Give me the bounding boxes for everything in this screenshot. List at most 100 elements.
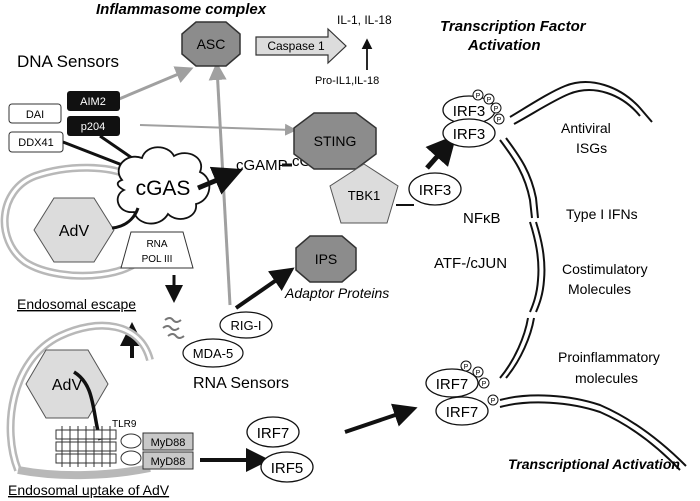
rig-i-ellipse [219,311,273,339]
adv-top-label: AdV [59,223,90,240]
dai-box [8,103,62,124]
tf-activation-title-1: Transcription Factor [440,18,587,35]
irf5-ellipse [260,451,314,483]
atf-cjun-label: ATF-/cJUN [434,255,507,272]
endosomal-escape-label: Endosomal escape [17,296,136,312]
arrow-p204-to-sting [139,123,297,136]
phospho-label: P [482,381,487,388]
phospho-circle [493,113,505,125]
caspase1-arrow [255,27,347,65]
irf7-b-ellipse [435,396,489,426]
phospho-circle [483,93,495,105]
connector-p204-cgas [99,134,136,162]
inflammasome-title: Inflammasome complex [96,1,267,18]
tlr9-tir-2 [120,450,142,466]
adv-top-hexagon [33,197,115,263]
phospho-circle [472,366,484,378]
irf7-bottom-ellipse [246,416,300,448]
phospho-label: P [494,106,499,113]
endosomal-uptake-label: Endosomal uptake of AdV [8,482,170,498]
antiviral-label-2: ISGs [576,140,607,156]
asc-octagon [181,21,241,67]
adv-dna-top [111,207,140,230]
sting-label: STING [314,133,357,149]
phospho-circle [487,394,499,406]
arrow-aim2-to-asc [111,66,194,104]
phospho-label: P [464,364,469,371]
adv-bottom-label: AdV [52,377,83,394]
endosome-membrane-top-inner [3,166,152,278]
proinfl-label-2: molecules [575,370,638,386]
rna-pol-trapezoid [120,231,194,269]
arrow-to-asc-vertical [208,62,232,306]
type1-ifns-label: Type I IFNs [566,206,638,222]
cgamp-label-1: cGAMP [236,157,288,174]
aim2-label: AIM2 [80,96,106,108]
phospho-circle [478,377,490,389]
irf7-b-label: IRF7 [446,404,479,421]
mda5-ellipse [182,338,244,368]
dna-sensors-heading: DNA Sensors [17,52,119,71]
irf3-mid-label: IRF3 [419,182,452,199]
ips-label: IPS [315,251,338,267]
irf3-a-label: IRF3 [453,103,486,120]
rna-squiggles [162,317,185,339]
myd88-label-1: MyD88 [151,437,186,449]
cgas-cloud [116,146,211,225]
rna-sensors-heading: RNA Sensors [193,375,289,392]
il1-il18-label: IL-1, IL-18 [337,13,392,27]
phospho-circle [490,102,502,114]
phospho-circle [460,360,472,372]
phospho-label: P [476,93,481,100]
ddx41-label: DDX41 [18,137,53,149]
tlr9-receptor [55,426,117,467]
asc-label: ASC [197,36,226,52]
rig-i-label: RIG-I [230,318,261,333]
transcriptional-activation-title: Transcriptional Activation [508,456,680,472]
phospho-label: P [476,370,481,377]
rna-pol-label-2: POL III [142,254,173,265]
costim-label-1: Costimulatory [562,261,648,277]
rna-pol-label-1: RNA [146,239,167,250]
tbk1-label: TBK1 [348,188,381,203]
irf7-phospho-group: P P P P [460,360,499,406]
phospho-label: P [497,117,502,124]
tlr9-label: TLR9 [112,419,137,430]
phospho-label: P [487,97,492,104]
irf7-a-ellipse [425,368,479,398]
irf3-b-label: IRF3 [453,126,486,143]
ips-octagon [295,235,357,283]
arrow-cgas-to-cgamp [197,166,244,195]
tf-activation-title-2: Activation [467,37,541,54]
adv-bottom-hexagon [25,349,109,419]
costim-label-2: Molecules [568,281,631,297]
adaptor-proteins-label: Adaptor Proteins [284,285,389,301]
phospho-circle [472,89,484,101]
p204-label: p204 [81,121,105,133]
endosome-membrane-bottom-base [17,464,151,480]
cgas-label: cGAS [136,177,191,200]
pro-il-label: Pro-IL1,IL-18 [315,75,379,87]
endosome-membrane-bottom-inner [9,324,152,471]
irf7-bottom-label: IRF7 [257,425,290,442]
irf5-label: IRF5 [271,460,304,477]
p204-box [67,116,120,136]
irf3-phospho-group: P P P P [472,89,505,125]
irf7-a-label: IRF7 [436,376,469,393]
caspase1-label: Caspase 1 [267,39,325,53]
tbk1-pentagon [329,163,399,224]
arrow-irf-to-irf7-dimer [344,403,418,434]
myd88-box-2 [142,451,194,470]
irf3-b-ellipse [442,118,496,148]
myd88-label-2: MyD88 [151,456,186,468]
mda5-label: MDA-5 [193,346,233,361]
irf3-mid-ellipse [408,172,462,206]
arrow-rigi-to-ips [234,267,295,310]
aim2-box [67,91,120,111]
arrow-irf3-to-dimer [425,134,457,170]
phospho-label: P [491,398,496,405]
tlr9-tir-1 [120,433,142,449]
myd88-box-1 [142,432,194,451]
proinfl-label-1: Proinflammatory [558,349,660,365]
